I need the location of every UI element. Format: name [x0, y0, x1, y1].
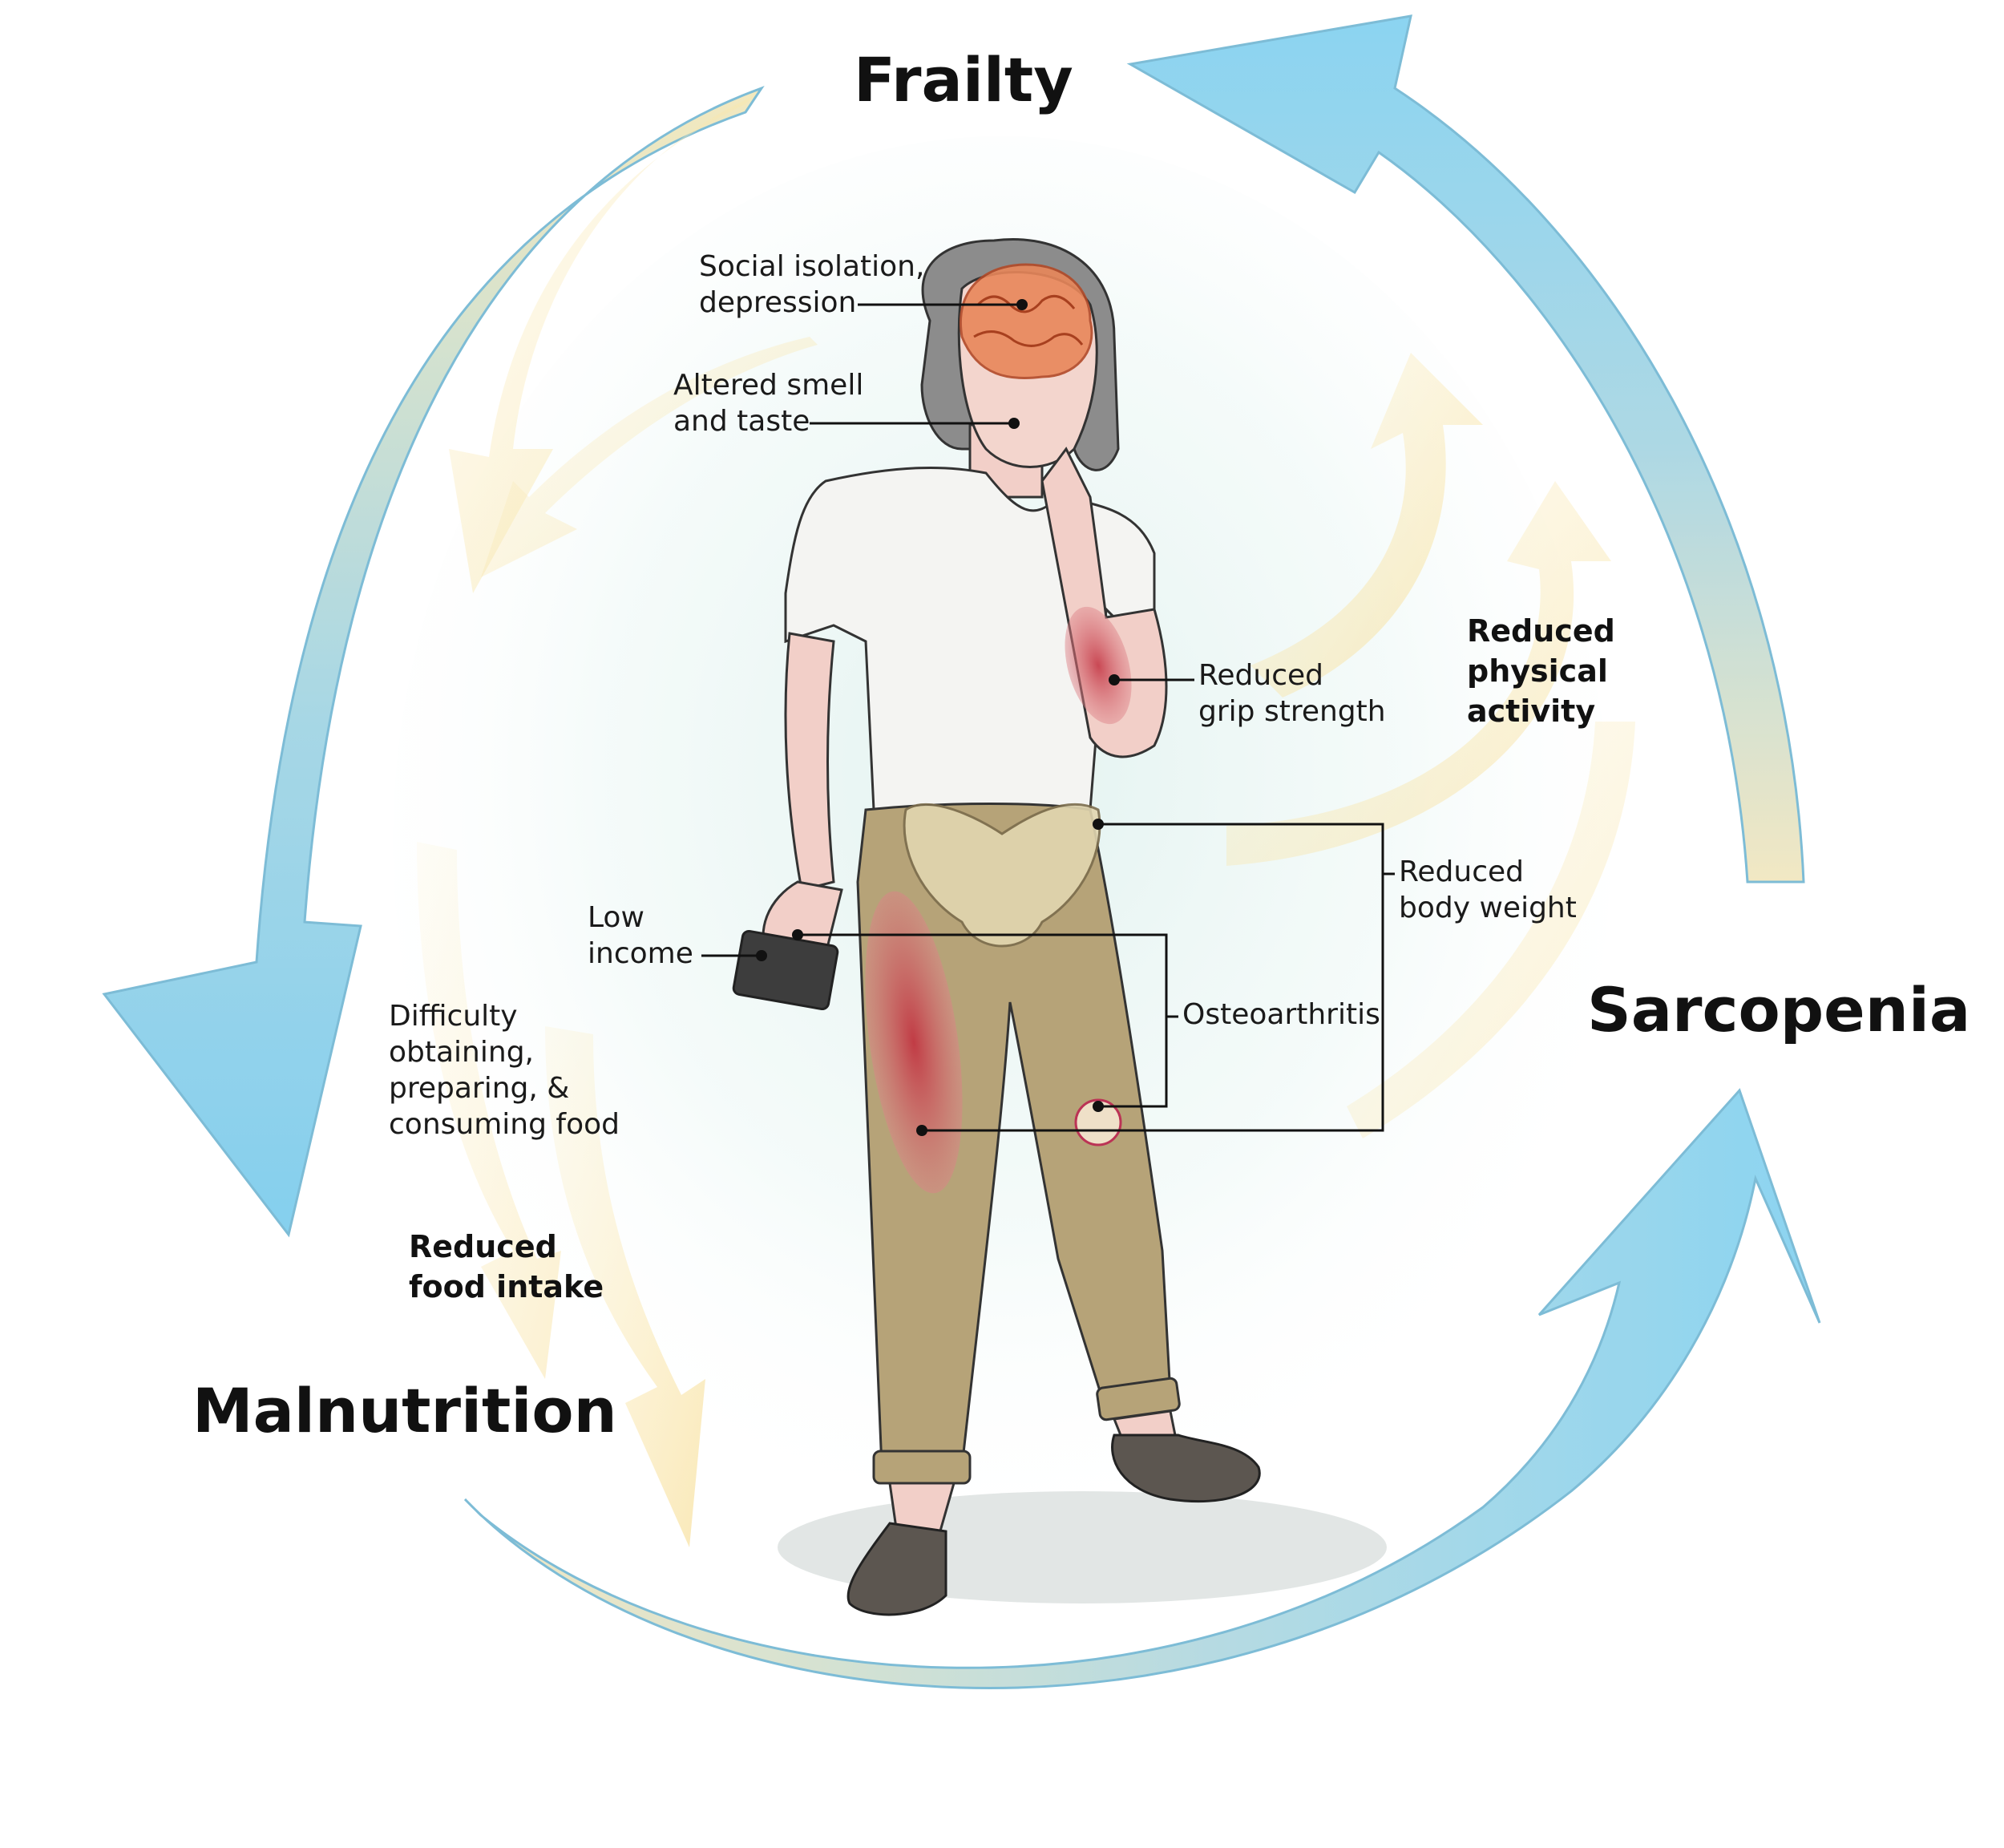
label-osteoarthritis: Osteoarthritis [1182, 998, 1380, 1031]
leader-lines [701, 303, 1395, 1132]
title-sarcopenia: Sarcopenia [1587, 974, 1971, 1045]
inner-arrow-weight-up [1226, 481, 1611, 866]
inner-arrow-frailty-down [449, 96, 754, 593]
inner-arrow-activity-up [1250, 353, 1483, 698]
inner-arrow-difficulty-curve [417, 842, 561, 1379]
leader-weight-bracket [922, 823, 1384, 1132]
right-shoe [1111, 1434, 1261, 1503]
pelvis-bone [903, 803, 1101, 948]
label-reduced-activity: Reduced physical activity [1467, 613, 1615, 729]
leader-dots [756, 299, 1120, 1136]
cycle-arrow-malnutrition-to-sarcopenia [463, 1088, 1821, 1689]
title-frailty: Frailty [854, 44, 1073, 115]
cycle-arrow-frailty-to-malnutrition [102, 86, 765, 1238]
inner-arrow-sarcopenia-band [1347, 722, 1635, 1138]
brain-illustration [960, 263, 1093, 380]
inner-arrow-food-down [545, 1026, 705, 1547]
woman-figure [732, 238, 1387, 1616]
label-low-income: Low income [588, 901, 693, 970]
brain-folds [973, 294, 1084, 347]
cycle-arrow-sarcopenia-to-frailty [1126, 14, 1805, 884]
left-shoe [846, 1522, 947, 1616]
left-pant-cuff [872, 1450, 972, 1485]
label-body-weight: Reduced body weight [1399, 855, 1577, 924]
leader-osteo-bracket [798, 933, 1168, 1108]
label-grip-strength: Reduced grip strength [1198, 659, 1386, 728]
title-malnutrition: Malnutrition [192, 1375, 617, 1446]
knee-joint [1074, 1098, 1122, 1146]
label-social-isolation: Social isolation, depression [699, 250, 925, 319]
thigh-muscle [865, 891, 963, 1194]
left-arm [784, 632, 835, 892]
label-difficulty-food: Difficulty obtaining, preparing, & consu… [389, 1000, 620, 1141]
inner-arrow-smell-curve [481, 337, 818, 577]
label-reduced-food-intake: Reduced food intake [409, 1229, 604, 1304]
forearm-muscle [1065, 606, 1132, 725]
label-altered-smell: Altered smell and taste [673, 369, 864, 438]
